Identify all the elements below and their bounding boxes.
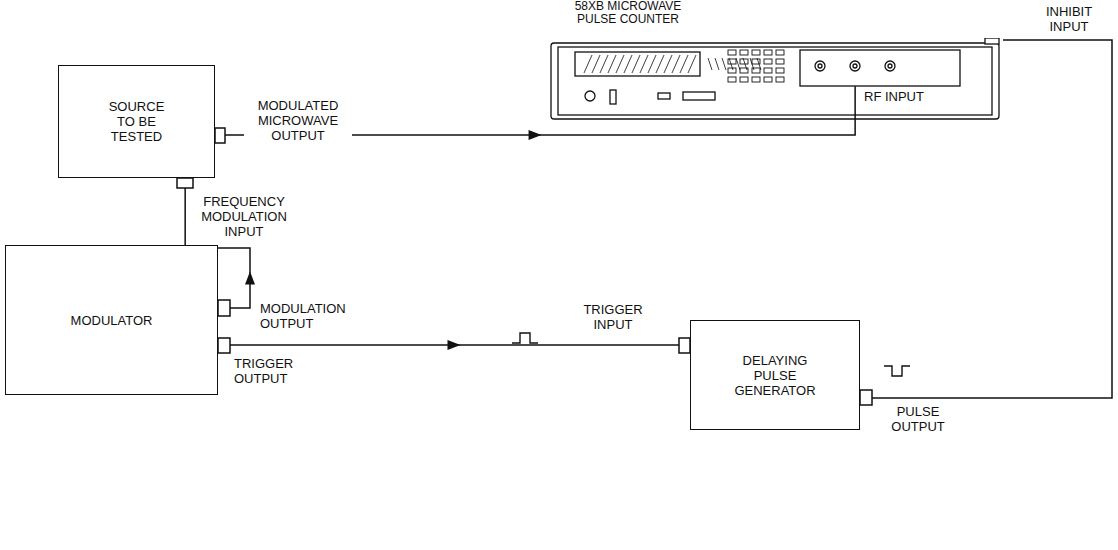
signal-label: TRIGGER OUTPUT [232,356,316,386]
key [764,77,772,82]
hatch-stroke [715,58,719,70]
pulse-counter: 58XB MICROWAVE PULSE COUNTER [548,0,1003,125]
rf-knob [815,61,825,71]
key [728,59,736,64]
signal-label: PULSE OUTPUT [878,404,958,434]
key [740,68,748,73]
hatch-stroke [708,58,712,70]
key [776,59,784,64]
rf-knob-center [888,64,892,68]
box-label: SOURCE TO BE TESTED [102,99,172,144]
button [658,93,670,99]
output-port [215,128,225,143]
process-box: DELAYING PULSE GENERATOR [690,320,860,430]
hatch-stroke [592,55,600,73]
key [776,50,784,55]
rf-knob-center [818,64,822,68]
key [740,59,748,64]
counter-outline [551,38,999,119]
key [752,50,760,55]
edge-label: MODULATED MICROWAVE OUTPUT [244,98,352,143]
key [764,68,772,73]
input-port [177,178,193,188]
arrowhead [529,130,542,140]
inhibit-connector [985,38,999,44]
input-port [679,338,690,353]
button-row [683,92,715,100]
hatch-stroke [680,55,688,73]
hatch-stroke [722,58,726,70]
key [752,77,760,82]
pulse-symbol [884,366,910,376]
output-port [860,390,872,405]
hatch-stroke [600,55,608,73]
hatch-stroke [624,55,632,73]
key [776,77,784,82]
hatch-stroke [584,55,592,73]
signal-label: MODULATION OUTPUT [258,301,358,331]
display-window [575,52,700,76]
process-box: SOURCE TO BE TESTED [58,65,215,178]
key [752,68,760,73]
process-box: MODULATOR [5,245,218,395]
key [740,77,748,82]
key [728,68,736,73]
arrowhead [245,272,255,285]
key [728,77,736,82]
output-port [218,300,230,316]
key [776,68,784,73]
box-label: DELAYING PULSE GENERATOR [720,353,830,398]
signal-label: FREQUENCY MODULATION INPUT [190,194,298,239]
output-port [218,338,230,353]
pulse-counter-illustration [548,38,1003,123]
pulse-symbol [512,333,538,343]
instrument-title: 58XB MICROWAVE PULSE COUNTER [574,0,682,26]
rf-module [800,50,960,86]
hatch-stroke [736,58,740,70]
rf-knob-center [853,64,857,68]
signal-label: INHIBIT INPUT [1026,4,1112,34]
signal-label: TRIGGER INPUT [572,302,654,332]
hatch-stroke [648,55,656,73]
front-panel [558,47,992,115]
hatch-stroke [616,55,624,73]
hatch-stroke [632,55,640,73]
power-knob [585,91,595,101]
key [740,50,748,55]
key [728,50,736,55]
chassis [551,43,999,119]
key [752,59,760,64]
hatch-stroke [664,55,672,73]
connector [860,40,1112,398]
key [764,59,772,64]
box-label: MODULATOR [71,313,153,328]
signal-label: RF INPUT [862,89,926,104]
keypad [728,50,784,82]
rf-knob [885,61,895,71]
hatch-stroke [688,55,696,73]
hatch-stroke [640,55,648,73]
switch [610,90,616,104]
display-hatching [584,55,761,73]
hatch-stroke [656,55,664,73]
hatch-stroke [608,55,616,73]
rf-knob [850,61,860,71]
hatch-stroke [672,55,680,73]
key [764,50,772,55]
arrowhead [447,340,460,350]
